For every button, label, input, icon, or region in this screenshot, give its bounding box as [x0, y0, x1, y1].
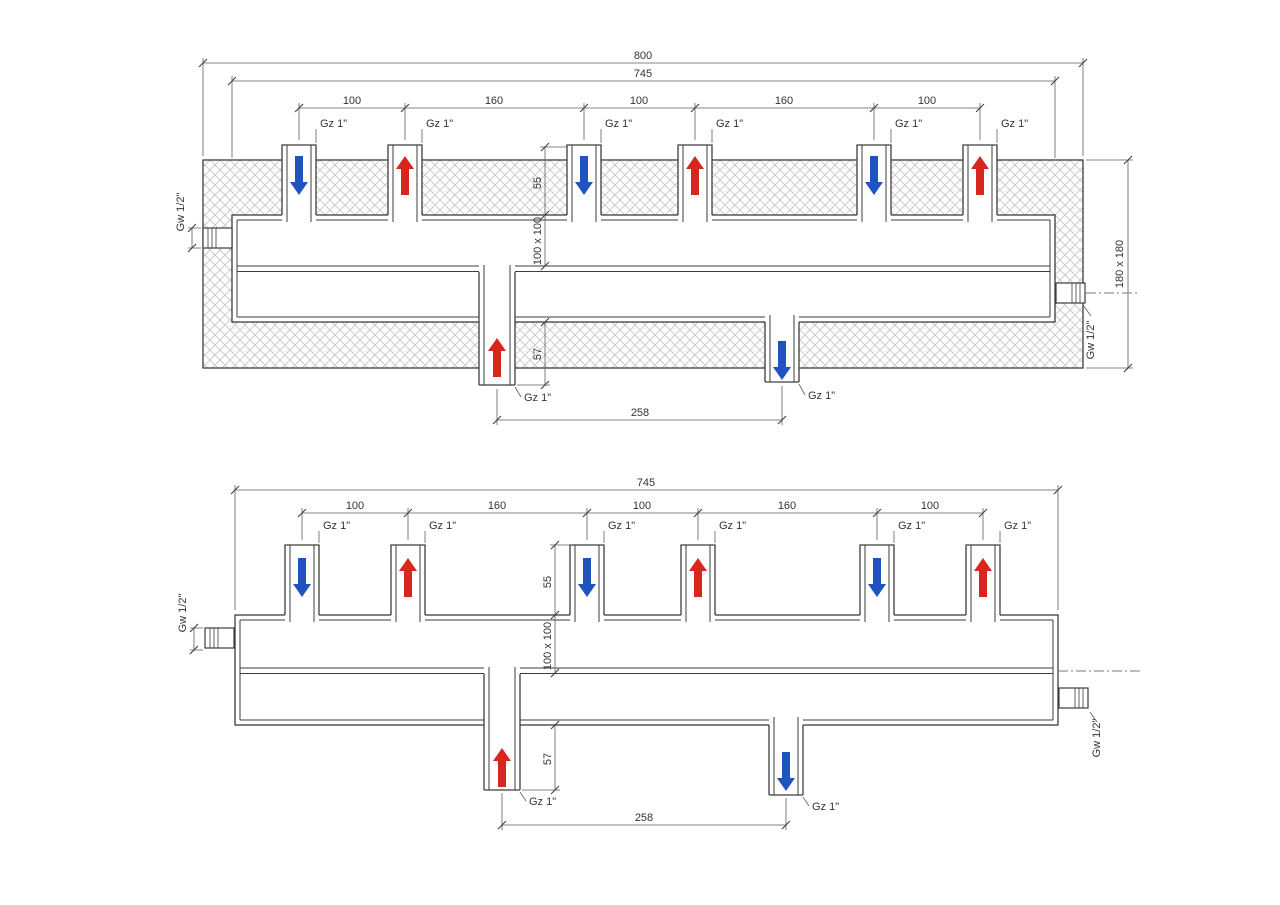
bottom-port-supply-in	[483, 667, 521, 791]
dim-port-spacing: 100	[918, 95, 936, 107]
side-port-label: Gw 1/2"	[1091, 719, 1103, 758]
port-label: Gz 1"	[895, 118, 922, 130]
manifold-body	[234, 614, 1059, 726]
top-view: 800 745 100 160 100 160 100 Gz 1" Gz 1" …	[175, 50, 1138, 425]
dim-port-spacing: 100	[343, 95, 361, 107]
port-label: Gz 1"	[898, 520, 925, 532]
bottom-port-supply-in	[478, 265, 516, 386]
port-label: Gz 1"	[524, 392, 551, 404]
side-port-label: Gw 1/2"	[1085, 321, 1097, 360]
dim-overall-width: 800	[634, 50, 652, 62]
top-ports	[284, 544, 1001, 623]
bottom-port-return-out	[768, 716, 804, 796]
port-label: Gz 1"	[1001, 118, 1028, 130]
dim-bottom-port-height: 57	[532, 348, 544, 360]
dim-port-spacing: 160	[775, 95, 793, 107]
port-label: Gz 1"	[1004, 520, 1031, 532]
dim-port-spacing: 100	[346, 500, 364, 512]
dim-bottom-port-height: 57	[542, 753, 554, 765]
side-port-right	[1055, 282, 1086, 304]
dim-port-spacing: 100	[630, 95, 648, 107]
port-label: Gz 1"	[812, 801, 839, 813]
port-label: Gz 1"	[529, 796, 556, 808]
dim-port-spacing: 160	[488, 500, 506, 512]
port-label: Gz 1"	[426, 118, 453, 130]
bottom-view: 745 100 160 100 160 100 Gz 1" Gz 1" Gz 1…	[177, 477, 1142, 830]
dim-port-spacing: 100	[633, 500, 651, 512]
dim-bottom-port-spacing: 258	[635, 812, 653, 824]
port-label: Gz 1"	[719, 520, 746, 532]
dim-port-spacing: 100	[921, 500, 939, 512]
bottom-port-return-out	[764, 314, 800, 383]
side-port-right	[1058, 687, 1089, 709]
dim-body-width: 745	[634, 68, 652, 80]
dim-port-spacing: 160	[485, 95, 503, 107]
port-label: Gz 1"	[323, 520, 350, 532]
port-label: Gz 1"	[608, 520, 635, 532]
dim-bottom-port-spacing: 258	[631, 407, 649, 419]
port-label: Gz 1"	[429, 520, 456, 532]
side-port-left	[204, 627, 235, 649]
dimensions: 800 745 100 160 100 160 100 Gz 1" Gz 1" …	[175, 50, 1133, 425]
dim-port-height: 55	[542, 576, 554, 588]
dim-cross-section: 100 x 100	[542, 622, 554, 670]
manifold-body	[231, 214, 1056, 323]
port-label: Gz 1"	[605, 118, 632, 130]
dim-cross-section: 100 x 100	[532, 217, 544, 265]
dimensions: 745 100 160 100 160 100 Gz 1" Gz 1" Gz 1…	[177, 477, 1103, 830]
dim-overall-section: 180 x 180	[1114, 240, 1126, 288]
port-label: Gz 1"	[320, 118, 347, 130]
side-port-label: Gw 1/2"	[177, 594, 189, 633]
side-port-left	[202, 227, 233, 249]
side-port-label: Gw 1/2"	[175, 193, 187, 232]
port-label: Gz 1"	[716, 118, 743, 130]
dim-port-height: 55	[532, 177, 544, 189]
dim-body-width: 745	[637, 477, 655, 489]
dim-port-spacing: 160	[778, 500, 796, 512]
port-label: Gz 1"	[808, 390, 835, 402]
